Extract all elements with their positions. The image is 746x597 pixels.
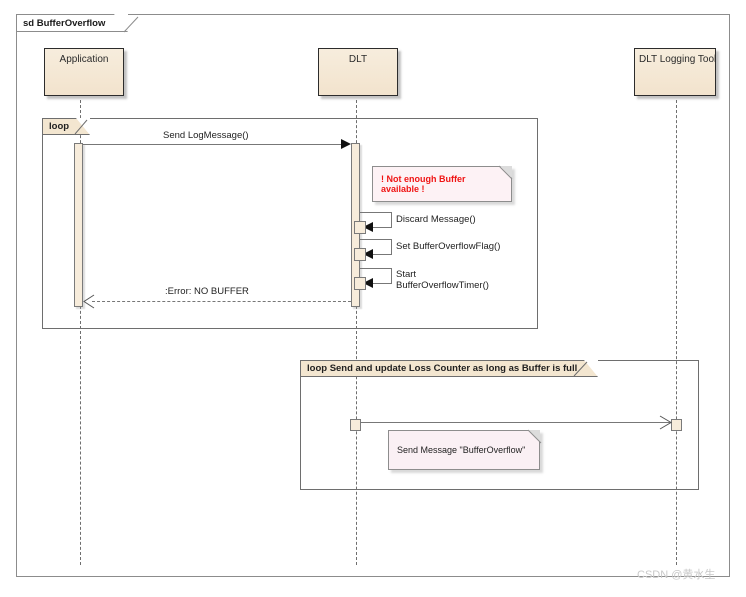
activation-logging-tool-receive[interactable]	[671, 419, 682, 431]
activation-dlt-discard[interactable]	[354, 221, 366, 234]
message-arrowhead-discard	[363, 222, 373, 232]
message-text-starttimer-line1: Start	[396, 269, 417, 280]
message-line-setflag-bottom	[372, 254, 392, 255]
note-text-not-enough-buffer: ! Not enough Buffer available !	[381, 174, 466, 194]
message-arrowhead-send-logmessage	[341, 139, 351, 149]
lifeline-application	[80, 100, 81, 565]
message-arrowhead-setflag	[363, 249, 373, 259]
activation-dlt-bufferoverflow-send[interactable]	[350, 419, 361, 431]
fragment-loop-send-update-label: loop Send and update Loss Counter as lon…	[301, 360, 599, 377]
message-text-set-bufferoverflowflag: Set BufferOverflowFlag()	[396, 241, 501, 252]
note-fold-corner-icon	[500, 166, 512, 178]
fragment-loop-label: loop	[43, 118, 91, 135]
message-line-buffer-overflow[interactable]	[360, 422, 672, 423]
sd-frame: sd BufferOverflow	[16, 14, 730, 577]
frame-title-text: sd BufferOverflow	[23, 18, 106, 29]
actor-box-application[interactable]: Application	[44, 48, 124, 96]
actor-box-dlt[interactable]: DLT	[318, 48, 398, 96]
message-label-discard-message: Discard Message()	[396, 214, 476, 225]
watermark-text: CSDN @黄水生	[637, 569, 716, 581]
message-line-setflag-right	[391, 239, 392, 254]
fragment-loop-send-update-label-text: loop Send and update Loss Counter as lon…	[307, 363, 578, 374]
watermark: CSDN @黄水生	[637, 566, 715, 582]
actor-label-dlt-logging-tool: DLT Logging Tool	[639, 54, 716, 65]
message-label-send-logmessage: Send LogMessage()	[163, 130, 249, 141]
fragment-loop-send-update[interactable]: loop Send and update Loss Counter as lon…	[300, 360, 699, 490]
fragment-loop-label-text: loop	[49, 121, 70, 132]
message-label-error-no-buffer: :Error: NO BUFFER	[165, 286, 249, 297]
message-label-start-bufferoverflowtimer: Start BufferOverflowTimer()	[396, 269, 516, 291]
message-text-send-logmessage: Send LogMessage()	[163, 130, 249, 141]
note-text-send-message-bufferoverflow: Send Message "BufferOverflow"	[397, 445, 526, 455]
frame-title-tab: sd BufferOverflow	[17, 14, 129, 32]
message-line-send-logmessage[interactable]	[83, 144, 345, 145]
message-arrowhead-buffer-overflow	[659, 415, 672, 430]
activation-application[interactable]	[74, 143, 83, 307]
activation-dlt-starttimer[interactable]	[354, 277, 366, 290]
note-not-enough-buffer[interactable]: ! Not enough Buffer available !	[372, 166, 512, 202]
message-line-error-no-buffer[interactable]	[92, 301, 351, 302]
activation-dlt-setflag[interactable]	[354, 248, 366, 261]
actor-box-dlt-logging-tool[interactable]: DLT Logging Tool	[634, 48, 716, 96]
lifeline-dlt-logging-tool	[676, 100, 677, 565]
message-line-discard-right	[391, 212, 392, 227]
message-text-error-no-buffer: :Error: NO BUFFER	[165, 286, 249, 297]
message-line-starttimer-bottom	[372, 283, 392, 284]
message-label-set-bufferoverflowflag: Set BufferOverflowFlag()	[396, 241, 500, 252]
message-text-discard-message: Discard Message()	[396, 214, 476, 225]
message-line-setflag-top[interactable]	[360, 239, 392, 240]
note-fold-corner-icon-2	[528, 430, 540, 442]
note-send-message-bufferoverflow[interactable]: Send Message "BufferOverflow"	[388, 430, 540, 470]
message-arrowhead-error-no-buffer	[83, 294, 95, 309]
message-line-starttimer-top[interactable]	[360, 268, 392, 269]
message-line-discard-bottom	[372, 227, 392, 228]
message-line-starttimer-right	[391, 268, 392, 283]
message-text-starttimer-line2: BufferOverflowTimer()	[396, 280, 489, 291]
message-line-discard-top[interactable]	[360, 212, 392, 213]
actor-label-dlt: DLT	[348, 54, 368, 65]
actor-label-application: Application	[59, 54, 109, 65]
message-arrowhead-starttimer	[363, 278, 373, 288]
lifeline-dlt	[356, 100, 357, 565]
